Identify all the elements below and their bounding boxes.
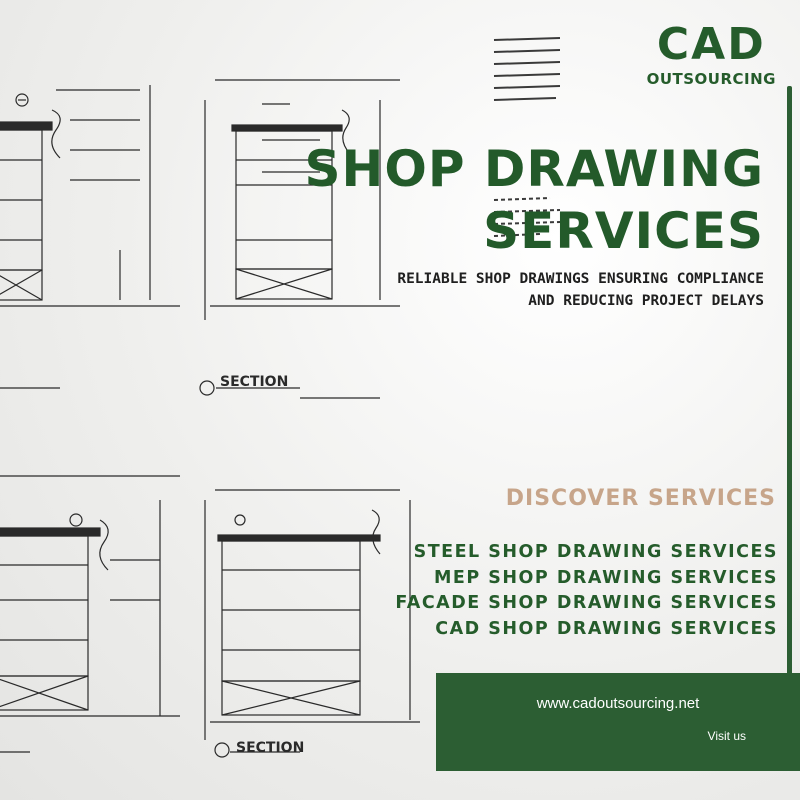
section-label-top: SECTION <box>220 374 288 390</box>
service-item-steel: STEEL SHOP DRAWING SERVICES <box>413 542 778 562</box>
section-callouts <box>0 380 380 758</box>
brand-logo: CAD OUTSOURCING <box>646 19 776 89</box>
visit-us-link[interactable]: Visit us <box>707 729 746 743</box>
title-line-1: SHOP DRAWING <box>304 140 764 198</box>
cabinet-section-top-right <box>204 79 400 320</box>
decorative-hatch-marks <box>493 37 561 237</box>
brand-name: CAD <box>656 19 766 70</box>
page-title: SHOP DRAWING SERVICES <box>304 138 764 262</box>
service-item-cad: CAD SHOP DRAWING SERVICES <box>435 618 778 639</box>
section-label-bottom: SECTION <box>236 740 304 756</box>
tagline: Reliable Shop Drawings Ensuring Complian… <box>397 271 764 309</box>
service-item-mep: MEP SHOP DRAWING SERVICES <box>434 567 778 588</box>
cabinet-section-bottom-left <box>0 475 180 717</box>
cabinet-section-top-left <box>0 85 180 307</box>
title-line-2: SERVICES <box>483 202 764 260</box>
services-list: STEEL SHOP DRAWING SERVICES MEP SHOP DRA… <box>395 540 778 642</box>
brand-subtitle: OUTSOURCING <box>646 70 776 88</box>
discover-services-heading: DISCOVER SERVICES <box>505 486 776 511</box>
vertical-accent-line <box>787 86 792 686</box>
website-banner: www.cadoutsourcing.net Visit us <box>436 673 800 771</box>
cabinet-section-bottom-right <box>204 489 420 740</box>
website-link[interactable]: www.cadoutsourcing.net <box>536 695 700 712</box>
service-item-facade: FACADE SHOP DRAWING SERVICES <box>395 593 778 613</box>
